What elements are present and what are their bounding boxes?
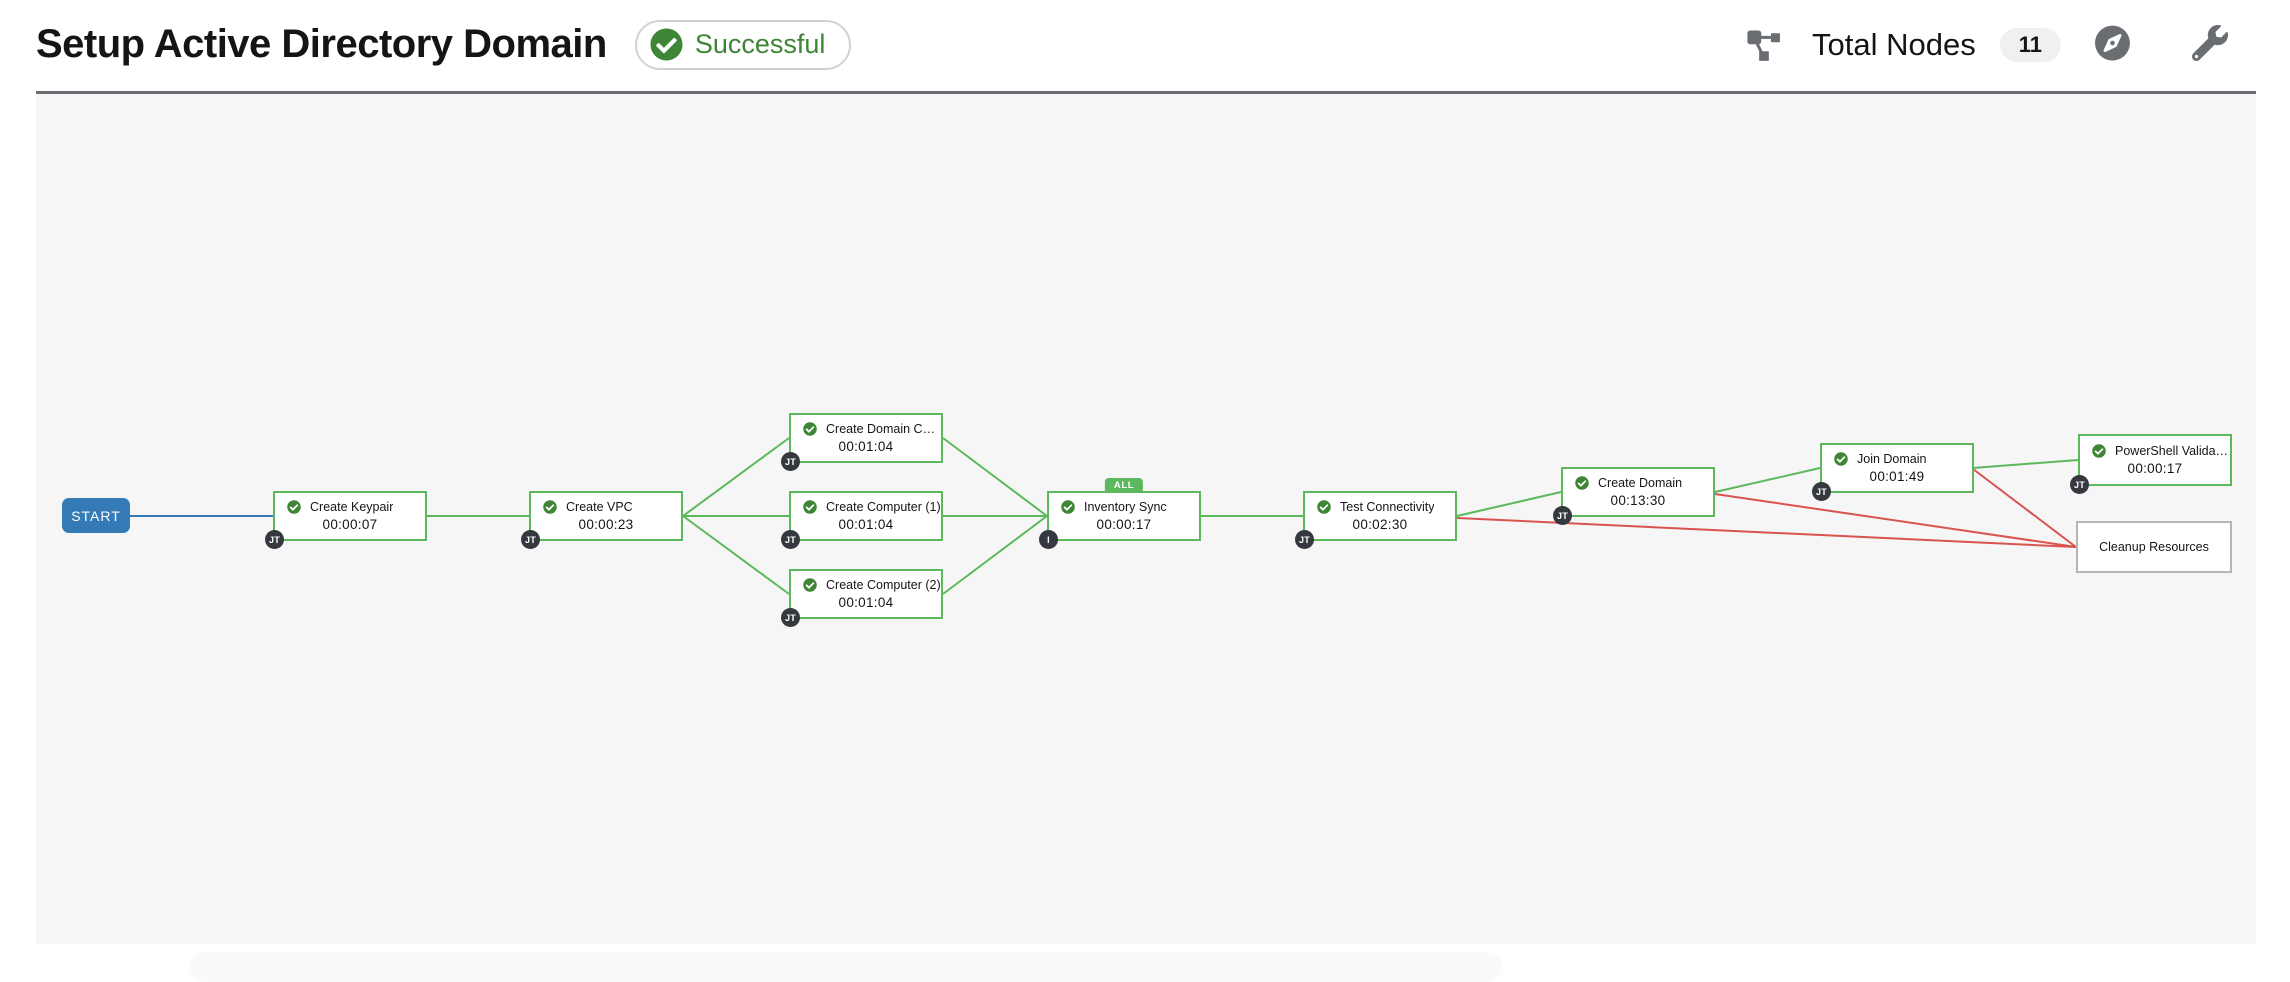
node-type-badge: JT — [781, 452, 800, 471]
check-circle-icon — [1834, 452, 1848, 466]
edge-create-computer-2-to-inventory-sync — [942, 515, 1048, 595]
node-elapsed-time: 00:01:49 — [1869, 469, 1925, 484]
edge-create-domain-controller-to-inventory-sync — [942, 437, 1048, 517]
node-label: Join Domain — [1857, 452, 1927, 466]
node-title-row: Create VPC — [531, 500, 681, 514]
edge-join-domain-to-powershell-validation — [1972, 459, 2079, 469]
node-label: Create Domain — [1598, 476, 1683, 490]
edge-join-domain-to-cleanup-resources — [1972, 468, 2077, 548]
node-type-badge: JT — [1553, 506, 1572, 525]
node-elapsed-time: 00:13:30 — [1610, 493, 1666, 508]
node-type-badge: I — [1039, 530, 1058, 549]
node-elapsed-time: 00:00:17 — [2127, 461, 2183, 476]
node-type-badge: JT — [1812, 482, 1831, 501]
node-label: START — [71, 507, 121, 524]
edge-create-vpc-to-create-computer-2 — [682, 515, 790, 595]
check-circle-icon — [1061, 500, 1075, 514]
wrench-icon — [2191, 25, 2228, 64]
check-circle-icon — [1575, 476, 1589, 490]
workflow-node-start[interactable]: START — [62, 498, 130, 533]
horizontal-scrollbar[interactable] — [190, 952, 1502, 982]
node-label: Create Computer (2) — [826, 578, 941, 592]
node-elapsed-time: 00:00:23 — [578, 517, 634, 532]
total-nodes-label: Total Nodes — [1812, 26, 1976, 62]
job-status-badge: Successful — [634, 19, 852, 70]
node-label: PowerShell Validation — [2115, 444, 2230, 458]
check-circle-icon — [803, 578, 817, 592]
node-label: Create VPC — [566, 500, 633, 514]
node-title-row: Cleanup Resources — [2099, 540, 2209, 554]
node-title-row: PowerShell Validation — [2080, 444, 2230, 458]
node-title-row: Join Domain — [1822, 452, 1972, 466]
node-title-row: Create Computer (1) — [791, 500, 941, 514]
node-label: Cleanup Resources — [2099, 540, 2209, 554]
page-title: Setup Active Directory Domain — [36, 22, 607, 66]
convergence-label: ALL — [1104, 478, 1144, 493]
header-toolbar: Total Nodes 11 — [1746, 25, 2256, 64]
topology-icon — [1746, 28, 1782, 62]
compass-icon — [2095, 25, 2130, 64]
node-type-badge: JT — [781, 608, 800, 627]
edge-create-vpc-to-create-domain-controller — [682, 437, 790, 517]
check-circle-icon — [803, 422, 817, 436]
node-elapsed-time: 00:02:30 — [1352, 517, 1408, 532]
tools-button[interactable] — [2191, 25, 2228, 64]
check-circle-icon — [2092, 444, 2106, 458]
node-title-row: Test Connectivity — [1305, 500, 1455, 514]
node-label: Inventory Sync — [1084, 500, 1167, 514]
node-title-row: Create Keypair — [275, 500, 425, 514]
job-status-label: Successful — [694, 29, 826, 59]
check-circle-icon — [803, 500, 817, 514]
node-label: Create Computer (1) — [826, 500, 941, 514]
node-title-row: Create Domain — [1563, 476, 1713, 490]
edge-create-domain-to-cleanup-resources — [1714, 493, 2077, 548]
node-label: Create Keypair — [310, 500, 394, 514]
node-elapsed-time: 00:00:07 — [322, 517, 378, 532]
check-circle-icon — [543, 500, 557, 514]
workflow-edges — [130, 437, 2079, 595]
node-type-badge: JT — [1295, 530, 1314, 549]
node-elapsed-time: 00:01:04 — [838, 595, 894, 610]
node-label: Test Connectivity — [1340, 500, 1435, 514]
check-circle-icon — [1317, 500, 1331, 514]
total-nodes-count-badge: 11 — [1999, 27, 2061, 62]
node-type-badge: JT — [521, 530, 540, 549]
check-circle-icon — [650, 28, 683, 61]
page-header: Setup Active Directory Domain Successful… — [36, 0, 2256, 94]
workflow-node-cleanup-resources[interactable]: Cleanup Resources — [2076, 521, 2232, 573]
node-label: Create Domain Contr... — [826, 422, 941, 436]
node-title-row: Create Domain Contr... — [791, 422, 941, 436]
node-elapsed-time: 00:00:17 — [1096, 517, 1152, 532]
edge-test-connectivity-to-create-domain — [1456, 491, 1562, 517]
node-elapsed-time: 00:01:04 — [838, 439, 894, 454]
node-title-row: Create Computer (2) — [791, 578, 941, 592]
node-title-row: Inventory Sync — [1049, 500, 1199, 514]
edge-create-domain-to-join-domain — [1714, 467, 1821, 493]
legend-button[interactable] — [2095, 25, 2130, 64]
check-circle-icon — [287, 500, 301, 514]
node-type-badge: JT — [2070, 475, 2089, 494]
node-type-badge: JT — [781, 530, 800, 549]
node-type-badge: JT — [265, 530, 284, 549]
node-elapsed-time: 00:01:04 — [838, 517, 894, 532]
